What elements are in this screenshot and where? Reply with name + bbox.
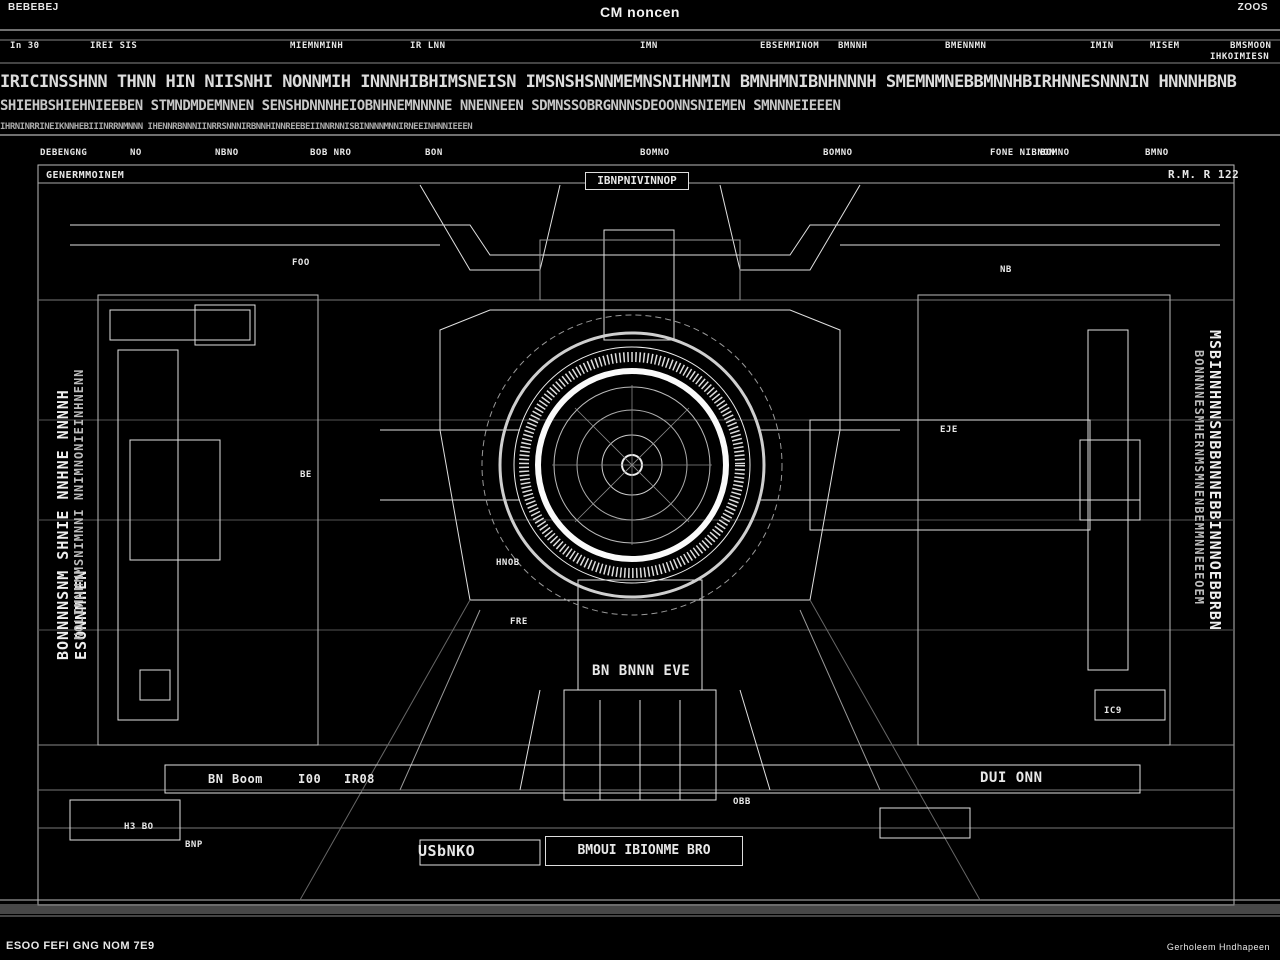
small-tag: HNOB xyxy=(496,558,520,568)
usage-label: USbNKO xyxy=(418,842,476,860)
top-label: EBSEMMINOM xyxy=(760,41,820,51)
small-tag: FOO xyxy=(292,258,310,268)
housing-label: BN BNNN EVE xyxy=(592,663,691,679)
lower-label: BN xyxy=(208,772,224,786)
text-band-3: IHRNINRRINEIKNNHEBIIINRRNMNNN IHENNRBNNN… xyxy=(0,122,473,132)
top-label: MIEMNMINH xyxy=(290,41,344,51)
lower-label: I00 xyxy=(298,772,322,786)
lower-label: IR08 xyxy=(344,772,375,786)
text-band-2: SHIEHBSHIEHNIEEBEN STMNDMDEMNNEN SENSHDN… xyxy=(0,98,841,114)
top-label: BMSMOON xyxy=(1230,41,1272,51)
small-tag: FRE xyxy=(510,617,528,627)
top-right-ref: R.M. R 122 xyxy=(1168,168,1240,181)
corner-bottom-left: ESOO FEFI GNG NOM 7E9 xyxy=(6,940,155,952)
header-label: NO xyxy=(130,148,142,158)
page-title: CM noncen xyxy=(600,4,680,20)
top-label: In 30 xyxy=(10,41,40,51)
corner-bottom-right: Gerholeem Hndhapeen xyxy=(1166,942,1270,952)
small-tag: H3 BO xyxy=(124,822,154,832)
dui-label: DUI ONN xyxy=(980,770,1043,786)
text-band-1: IRICINSSHNN THNN HIN NIISNHI NONNMIH INN… xyxy=(0,72,1237,92)
top-label: BMNNH xyxy=(838,41,868,51)
header-label: BON xyxy=(425,148,443,158)
small-tag: OBB xyxy=(733,797,751,807)
corner-top-right: ZOOS xyxy=(1237,2,1268,13)
top-label: BMENNMN xyxy=(945,41,987,51)
header-label: BOB NRO xyxy=(310,148,352,158)
bottom-callout-box: BMOUI IBIONME BRO xyxy=(545,836,743,866)
small-tag: BNP xyxy=(185,840,203,850)
header-label: BOMNO xyxy=(823,148,853,158)
small-tag: EJE xyxy=(940,425,958,435)
top-label: IREI SIS xyxy=(90,41,138,51)
lower-label: Boom xyxy=(232,772,263,786)
header-label: FONE NIBNON xyxy=(990,148,1056,158)
small-tag: NB xyxy=(1000,265,1012,275)
top-label: IR LNN xyxy=(410,41,446,51)
small-tag: IC9 xyxy=(1104,706,1122,716)
top-label: MISEM xyxy=(1150,41,1180,51)
top-label: IMIN xyxy=(1090,41,1114,51)
top-subtitle: GENERMMOINEM xyxy=(46,170,125,181)
header-label: BMNO xyxy=(1145,148,1169,158)
header-label: BOMNO xyxy=(640,148,670,158)
header-label: DEBENGNG xyxy=(40,148,88,158)
vertical-label-left-secondary: NOLIMNMNMSNIMNNI NNIMNONIEINHNENN xyxy=(72,368,86,640)
corner-top-left: BEBEBEJ xyxy=(8,2,59,13)
vertical-label-right-secondary: BONNNNESMHERNMSMNENBEMMNNEEEOEM xyxy=(1192,350,1206,605)
top-label: IHKOIMIESN xyxy=(1210,52,1270,62)
header-label: BOMNO xyxy=(1040,148,1070,158)
vertical-label-right: MSBINNHNNSNBBNNNEBBINNNOEBBRBN xyxy=(1206,330,1224,631)
top-callout-box: IBNPNIVINNOP xyxy=(585,172,689,190)
small-tag: BE xyxy=(300,470,312,480)
top-label: IMN xyxy=(640,41,658,51)
header-label: NBNO xyxy=(215,148,239,158)
